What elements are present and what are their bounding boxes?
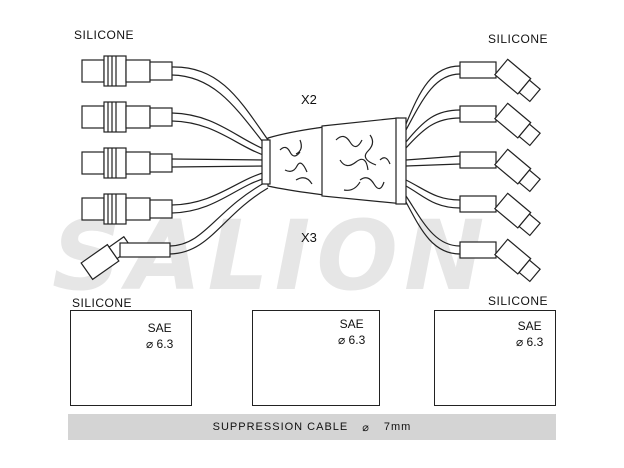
left-boot-3: [81, 147, 173, 179]
sae-value: ⌀ 6.3: [338, 333, 366, 347]
sae-value: ⌀ 6.3: [516, 335, 544, 349]
left-boot-4: [81, 193, 173, 225]
left-boot-1: [81, 55, 173, 87]
right-boot-1: [459, 58, 541, 103]
sae-spec-3: SAE ⌀ 6.3: [516, 318, 543, 350]
sae-label: SAE: [517, 319, 542, 333]
right-boot-5: [459, 238, 541, 283]
diameter-symbol: ⌀: [362, 421, 370, 434]
label-silicone-bottom-left: SILICONE: [72, 296, 133, 310]
sae-spec-1: SAE ⌀ 6.3: [146, 320, 173, 352]
suppression-cable-bar: SUPPRESSION CABLE ⌀ 7mm: [68, 414, 556, 440]
label-silicone-top-left: SILICONE: [74, 28, 135, 42]
label-x3: X3: [301, 230, 317, 245]
sae-spec-2: SAE ⌀ 6.3: [338, 316, 365, 348]
spark-plug-box: [70, 310, 192, 406]
right-boot-2: [459, 102, 541, 147]
diameter-value: 7mm: [383, 421, 412, 433]
distributor-cap-box: [252, 310, 380, 406]
label-x2: X2: [301, 92, 317, 107]
label-silicone-top-right: SILICONE: [488, 32, 549, 46]
sae-value: ⌀ 6.3: [146, 337, 174, 351]
sae-label: SAE: [339, 317, 364, 331]
right-boot-4: [459, 192, 541, 237]
sae-label: SAE: [147, 321, 172, 335]
left-boot-2: [81, 101, 173, 133]
rotor-box: [434, 310, 556, 406]
right-boot-3: [459, 148, 541, 193]
label-silicone-bottom-right: SILICONE: [488, 294, 549, 308]
cable-label: SUPPRESSION CABLE: [212, 421, 349, 433]
